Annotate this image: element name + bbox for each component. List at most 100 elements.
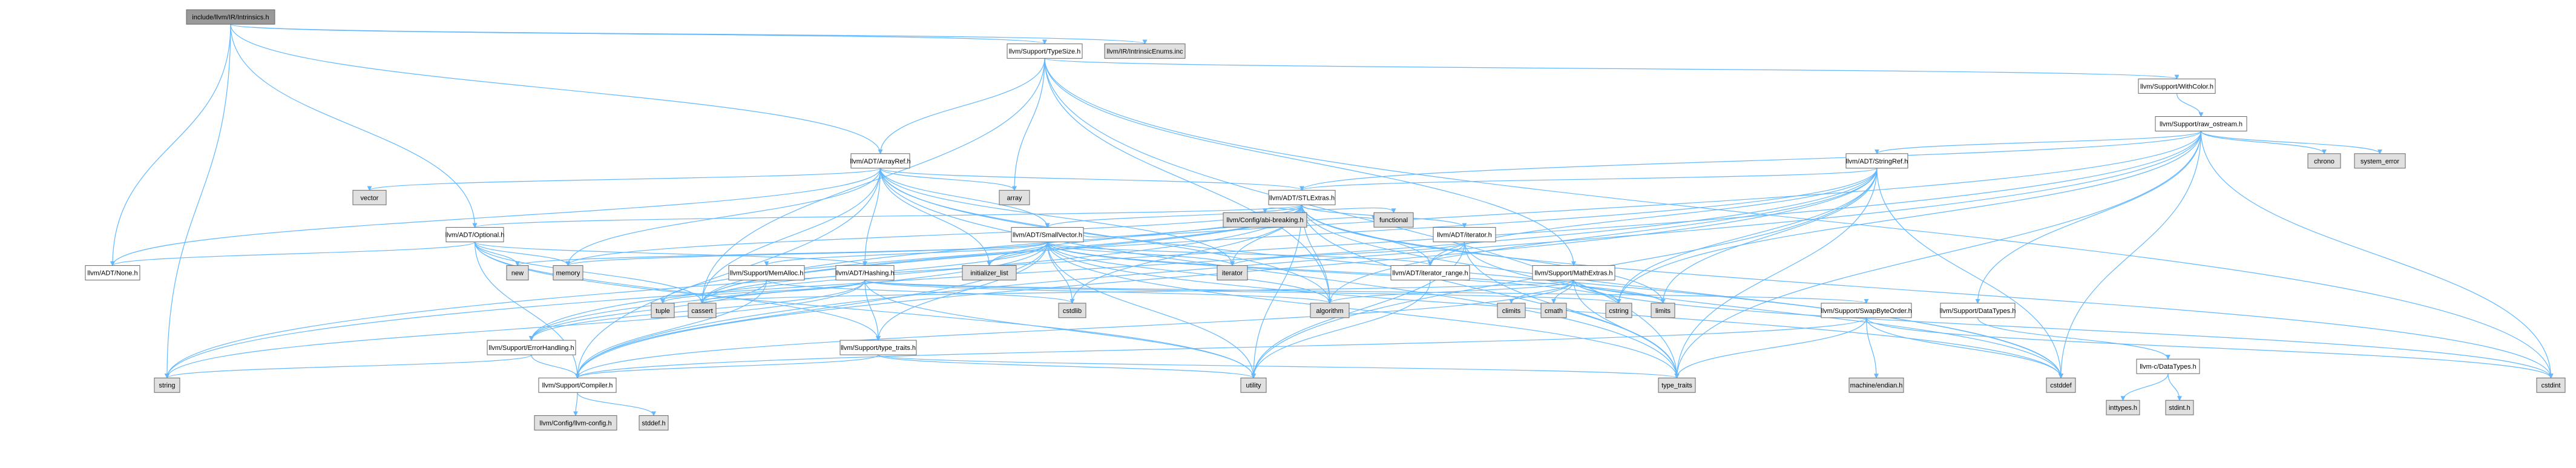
edge-adtiterator-to-iterrange — [1428, 242, 1465, 266]
node-errhandling[interactable]: llvm/Support/ErrorHandling.h — [487, 340, 576, 355]
edge-smallvector-to-type_traits — [1046, 242, 1680, 379]
node-type_traits: type_traits — [1658, 377, 1696, 393]
edge-arrayref-to-iterator — [879, 168, 1235, 266]
node-hashing[interactable]: llvm/ADT/Hashing.h — [835, 265, 895, 281]
node-initlist: initializer_list — [962, 265, 1017, 281]
node-label-type_traits: type_traits — [1661, 382, 1692, 389]
edge-stringref-to-stlextras — [1300, 168, 1878, 191]
node-box-functional — [1373, 212, 1414, 228]
node-label-chrono: chrono — [2314, 158, 2334, 165]
node-compiler[interactable]: llvm/Support/Compiler.h — [538, 377, 617, 393]
node-stlextras[interactable]: llvm/ADT/STLExtras.h — [1268, 190, 1336, 205]
node-label-inttypes: inttypes.h — [2109, 404, 2137, 412]
node-swapbyte[interactable]: llvm/Support/SwapByteOrder.h — [1821, 303, 1912, 318]
node-box-typesize — [1007, 43, 1083, 59]
node-label-smallvector: llvm/ADT/SmallVector.h — [1013, 232, 1082, 239]
node-label-cstring: cstring — [1609, 308, 1628, 315]
node-cstdlib: cstdlib — [1058, 303, 1086, 318]
node-typetraitsh[interactable]: llvm/Support/type_traits.h — [840, 340, 917, 355]
edge-errhandling-to-string — [165, 354, 532, 379]
node-syserror: system_error — [2354, 153, 2406, 169]
edge-arrayref-to-hashing — [862, 168, 881, 266]
node-withcolor[interactable]: llvm/Support/WithColor.h — [2138, 78, 2216, 94]
edge-stringref-to-cassert — [700, 168, 1878, 304]
node-cassert: cassert — [688, 303, 717, 318]
node-label-algorithm: algorithm — [1316, 308, 1343, 315]
node-machendian: machine/endian.h — [1848, 377, 1904, 393]
node-label-climits: climits — [1502, 308, 1521, 315]
node-box-smallvector — [1011, 227, 1084, 243]
node-box-abibreak — [1223, 212, 1307, 228]
edge-mathextras-to-cassert — [700, 280, 1574, 304]
edge-hashing-to-string — [165, 280, 866, 379]
edge-stringref-to-cstring — [1616, 168, 1878, 304]
edge-compiler-to-stddef — [577, 392, 656, 417]
node-root: include/llvm/IR/Intrinsics.h — [186, 9, 275, 25]
edge-optional-to-none — [110, 242, 476, 266]
edge-mathextras-to-cstring — [1573, 280, 1622, 304]
node-label-vector: vector — [361, 194, 379, 202]
edge-swapbyte-to-cstdint — [1865, 317, 2554, 379]
edge-stringref-to-type_traits — [1674, 168, 1878, 379]
node-typesize[interactable]: llvm/Support/TypeSize.h — [1007, 43, 1083, 59]
edge-optional-to-cassert — [474, 242, 705, 304]
edge-typetraitsh-to-type_traits — [878, 354, 1680, 379]
node-label-functional: functional — [1379, 217, 1408, 224]
edge-typetraitsh-to-utility — [878, 354, 1256, 379]
node-label-stringref: llvm/ADT/StringRef.h — [1846, 158, 1908, 165]
node-box-typetraitsh — [840, 340, 917, 355]
node-abibreak: llvm/Config/abi-breaking.h — [1223, 212, 1307, 228]
node-llvmconfig: llvm/Config/llvm-config.h — [534, 415, 617, 430]
node-datatypes[interactable]: llvm/Support/DataTypes.h — [1940, 303, 2016, 318]
edge-smallvector-to-new — [515, 242, 1048, 266]
node-none[interactable]: llvm/ADT/None.h — [85, 265, 140, 281]
edge-typesize-to-cstdint — [1044, 58, 2554, 379]
node-limits: limits — [1651, 303, 1675, 318]
edge-root-to-none — [110, 24, 231, 266]
node-adtiterator[interactable]: llvm/ADT/iterator.h — [1433, 227, 1496, 243]
edge-adtiterator-to-cstddef — [1464, 242, 2063, 379]
node-box-hashing — [835, 265, 895, 281]
node-label-iterator: iterator — [1222, 270, 1243, 277]
node-box-tuple — [651, 303, 675, 318]
edge-typesize-to-algorithm — [1044, 58, 1332, 304]
node-memory: memory — [553, 265, 583, 281]
node-cdatatypes[interactable]: llvm-c/DataTypes.h — [2136, 358, 2200, 374]
node-vector: vector — [352, 190, 387, 205]
node-rawostream[interactable]: llvm/Support/raw_ostream.h — [2155, 116, 2247, 131]
node-mathextras[interactable]: llvm/Support/MathExtras.h — [1532, 265, 1615, 281]
node-box-algorithm — [1310, 303, 1350, 318]
node-string: string — [154, 377, 180, 393]
node-smallvector[interactable]: llvm/ADT/SmallVector.h — [1011, 227, 1084, 243]
node-memalloc[interactable]: llvm/Support/MemAlloc.h — [728, 265, 805, 281]
node-label-errhandling: llvm/Support/ErrorHandling.h — [488, 344, 574, 352]
edge-smallvector-to-utility — [1046, 242, 1256, 379]
node-box-chrono — [2307, 153, 2341, 169]
node-iterrange[interactable]: llvm/ADT/iterator_range.h — [1390, 265, 1470, 281]
node-label-limits: limits — [1655, 308, 1671, 315]
node-stringref[interactable]: llvm/ADT/StringRef.h — [1845, 153, 1908, 169]
edge-rawostream-to-compiler — [575, 131, 2202, 379]
edge-memalloc-to-compiler — [575, 280, 767, 379]
node-label-cstdint: cstdint — [2542, 382, 2561, 389]
edge-mathextras-to-type_traits — [1573, 280, 1680, 379]
edge-typesize-to-withcolor — [1044, 58, 2179, 80]
node-box-datatypes — [1940, 303, 2016, 318]
node-optional[interactable]: llvm/ADT/Optional.h — [445, 227, 505, 243]
edge-memalloc-to-errhandling — [529, 280, 767, 341]
edge-rawostream-to-chrono — [2200, 131, 2327, 154]
node-label-iterrange: llvm/ADT/iterator_range.h — [1392, 270, 1468, 277]
edge-mathextras-to-cmath — [1551, 280, 1574, 304]
node-label-cstdlib: cstdlib — [1063, 308, 1082, 315]
node-label-typetraitsh: llvm/Support/type_traits.h — [841, 344, 916, 352]
node-box-type_traits — [1658, 377, 1696, 393]
node-cstring: cstring — [1605, 303, 1632, 318]
edge-smallvector-to-initlist — [987, 242, 1048, 266]
node-box-climits — [1497, 303, 1526, 318]
edge-stlextras-to-cstdint — [1301, 205, 2554, 379]
node-label-tuple: tuple — [656, 308, 670, 315]
node-box-adtiterator — [1433, 227, 1496, 243]
node-arrayref[interactable]: llvm/ADT/ArrayRef.h — [850, 153, 911, 169]
node-functional: functional — [1373, 212, 1414, 228]
